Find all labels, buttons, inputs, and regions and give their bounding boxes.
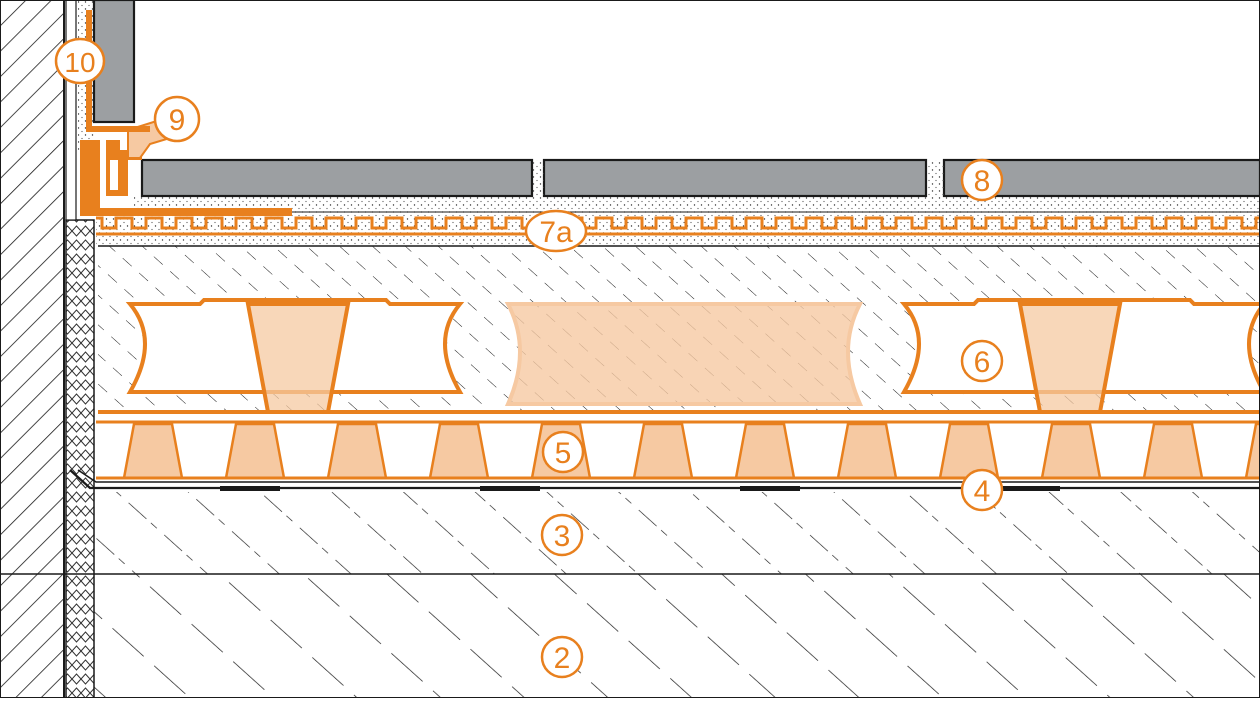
underlay-stud xyxy=(1142,422,1204,480)
edge-insulation-strip xyxy=(65,219,95,699)
panel-rib xyxy=(245,302,351,414)
callout-7a: 7a xyxy=(524,209,588,253)
underlay-stud xyxy=(734,422,796,480)
underlay-stud xyxy=(428,422,490,480)
insulation-underlay-layer xyxy=(122,422,1260,480)
underlay-stud xyxy=(938,422,1000,480)
callout-7a-text: 7a xyxy=(539,216,573,249)
callout-6: 6 xyxy=(960,339,1004,383)
concrete-slab-layer xyxy=(94,574,1260,698)
heating-panel-layer xyxy=(125,298,1260,414)
callout-3-text: 3 xyxy=(554,520,571,553)
callout-2-text: 2 xyxy=(554,642,571,675)
floor-tile xyxy=(542,158,928,198)
callout-8-text: 8 xyxy=(974,165,991,198)
underlay-stud xyxy=(122,422,184,480)
callout-5: 5 xyxy=(541,430,585,474)
sealing-membrane xyxy=(69,469,1260,490)
floor-tile xyxy=(140,158,534,198)
callout-6-text: 6 xyxy=(974,346,991,379)
callout-5-text: 5 xyxy=(555,437,572,470)
underlay-stud xyxy=(224,422,286,480)
callout-3: 3 xyxy=(540,513,584,557)
callout-9: 9 xyxy=(153,95,201,143)
callout-4-text: 4 xyxy=(974,475,991,508)
wall-render-layer xyxy=(65,0,77,221)
callout-4: 4 xyxy=(960,468,1004,512)
underlay-stud xyxy=(1040,422,1102,480)
underlay-stud xyxy=(836,422,898,480)
masonry-wall xyxy=(0,0,64,698)
decoupling-membrane xyxy=(96,216,1260,236)
callout-2: 2 xyxy=(540,635,584,679)
screed-layer xyxy=(94,492,1260,574)
underlay-stud xyxy=(632,422,694,480)
panel-rib xyxy=(1017,302,1123,414)
underlay-stud xyxy=(326,422,388,480)
callout-8: 8 xyxy=(960,158,1004,202)
underlay-stud xyxy=(1244,422,1260,480)
callout-9-text: 9 xyxy=(169,104,186,137)
panel-block xyxy=(504,302,864,406)
callout-10-text: 10 xyxy=(64,47,95,78)
callout-10: 10 xyxy=(54,37,106,85)
